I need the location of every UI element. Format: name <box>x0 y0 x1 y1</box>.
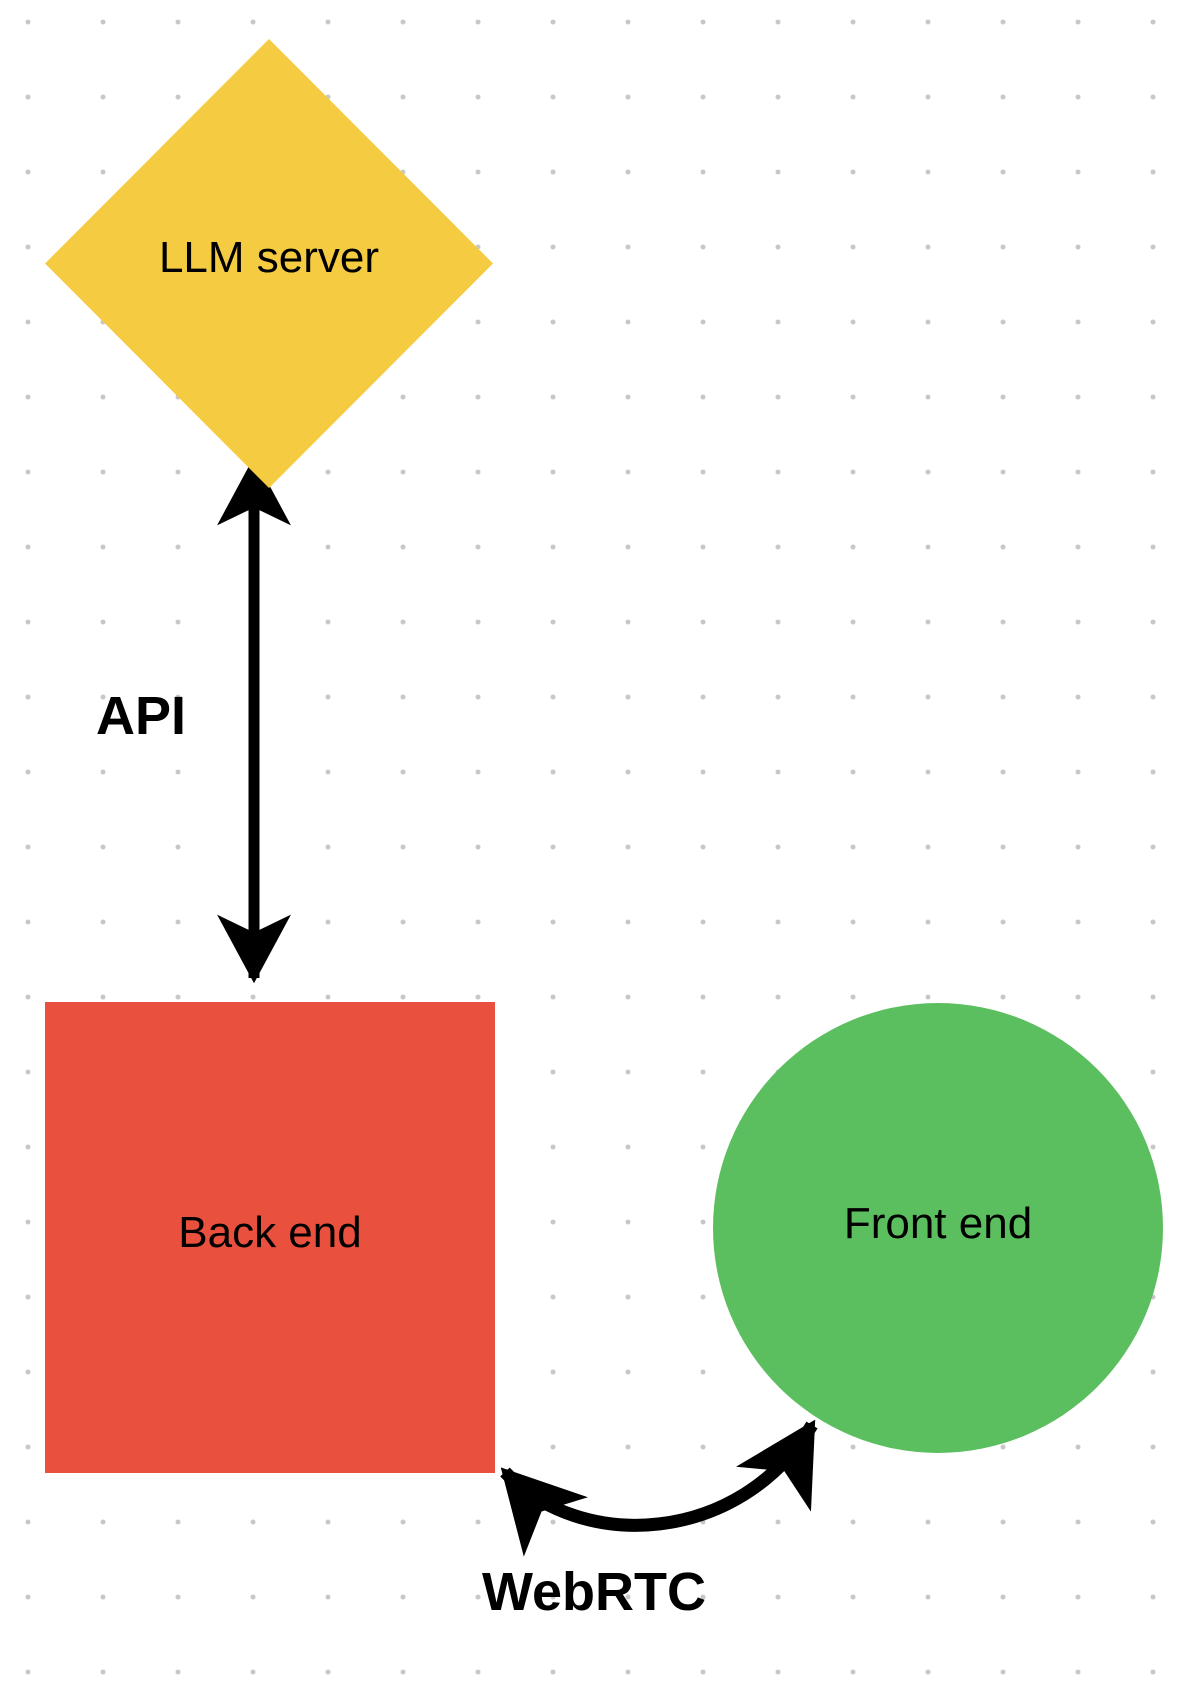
square-shape <box>45 1002 495 1473</box>
webrtc-edge-curve <box>500 1419 818 1557</box>
edge-label-api: API <box>96 686 187 746</box>
edge-label-webrtc: WebRTC <box>482 1562 706 1622</box>
circle-shape <box>713 1003 1163 1453</box>
node-llm-server[interactable]: LLM server <box>45 39 493 488</box>
node-back-end[interactable]: Back end <box>45 1002 495 1473</box>
node-front-end-label: Front end <box>843 1198 1033 1248</box>
node-llm-server-label: LLM server <box>158 233 380 283</box>
node-back-end-label: Back end <box>178 1208 362 1258</box>
node-front-end[interactable]: Front end <box>713 1003 1163 1453</box>
